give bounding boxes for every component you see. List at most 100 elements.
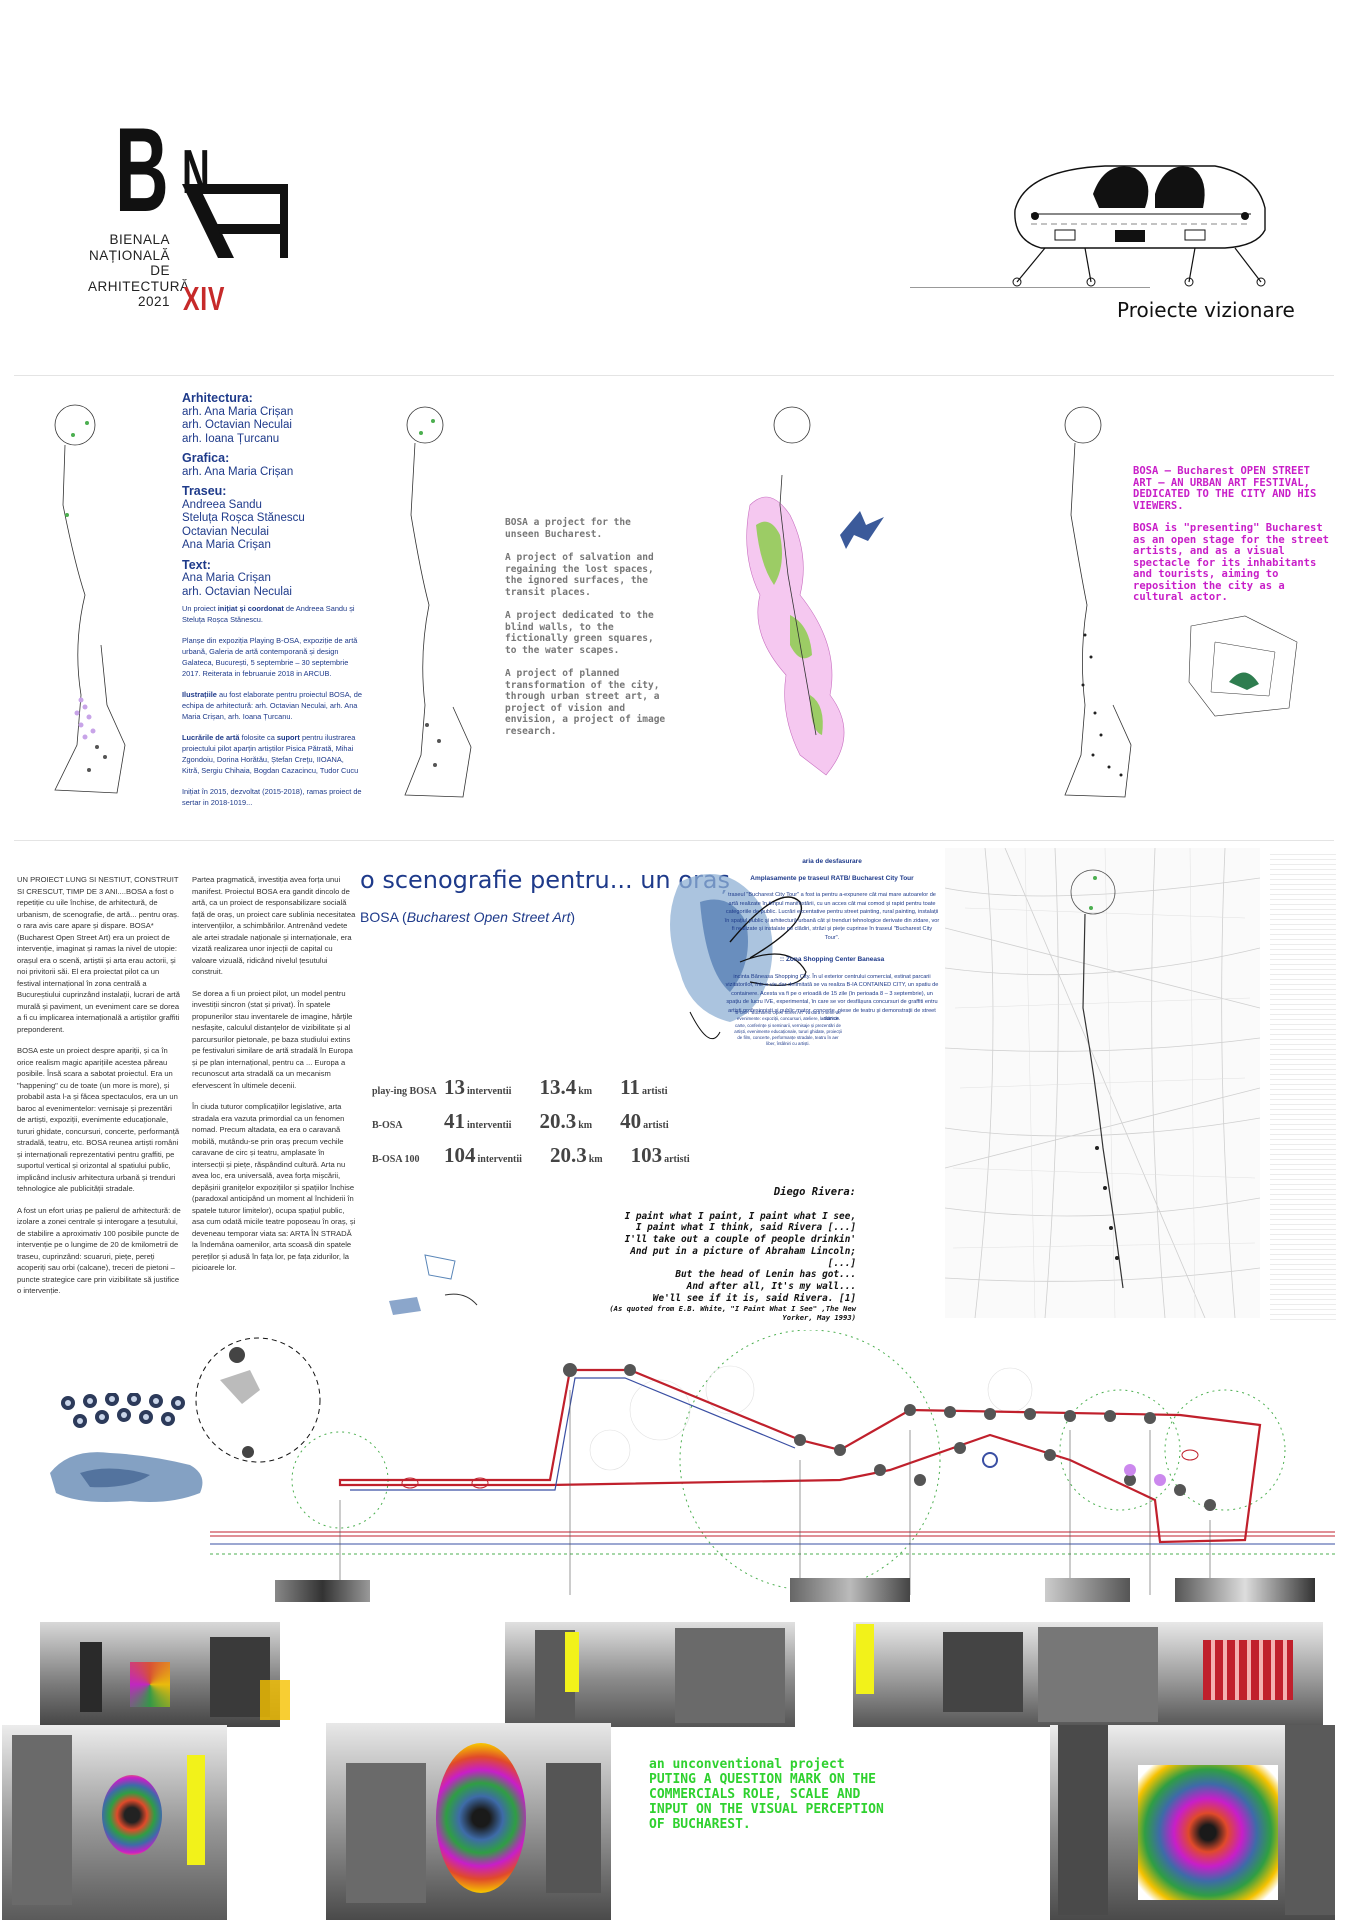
rivera-title: Diego Rivera:	[773, 1186, 856, 1198]
street-art-photo-1	[40, 1622, 290, 1727]
rivera-citation: (As quoted from E.B. White, "I Paint Wha…	[609, 1304, 856, 1323]
credits-name: Octavian Neculai	[182, 525, 269, 538]
text-run: au fost elaborate pentru proiectul BOSA,…	[182, 690, 362, 721]
route-map-3-green-spaces	[746, 406, 845, 776]
stat-unit: artisti	[641, 1086, 668, 1097]
logo-caption-line: 2021	[137, 294, 170, 309]
stat-label: B-OSA	[372, 1120, 403, 1131]
street-photo-thumb	[790, 1578, 910, 1602]
credits-name: arh. Octavian Neculai	[182, 419, 292, 431]
aria-subtitle: :: Zona Shopping Center Baneasa	[779, 956, 885, 963]
essay-paragraph: BOSA este un proiect despre apariții, și…	[17, 1046, 180, 1193]
street-photo-thumb	[1045, 1578, 1130, 1602]
red-mural-structure	[1203, 1640, 1293, 1700]
credits-name: arh. Octavian Neculai	[182, 585, 292, 598]
stat-km: 13.4	[539, 1075, 577, 1099]
building-silhouette	[12, 1735, 72, 1905]
stat-artisti: 103	[630, 1143, 663, 1167]
text-run: folosite ca	[239, 733, 277, 742]
essay-paragraph: Partea pragmatică, investiția avea forța…	[192, 875, 356, 976]
rivera-line: I paint what I think, said Rivera [...]	[635, 1222, 856, 1234]
rivera-line: And put in a picture of Abraham Lincoln;	[630, 1245, 856, 1257]
stat-unit: interventii	[467, 1086, 512, 1097]
credits-paragraph: Planșe din expoziția Playing B-OSA, expo…	[182, 636, 358, 678]
stat-unit: km	[578, 1120, 593, 1131]
mural-graphic	[260, 1680, 290, 1720]
text-run: Lucrările de artă	[182, 733, 240, 742]
building-silhouette	[80, 1642, 102, 1712]
aria-subtitle: Amplasamente pe traseul RATB/ Bucharest …	[750, 874, 914, 882]
stat-km: 20.3	[539, 1109, 577, 1133]
stat-interventii: 104	[444, 1143, 476, 1167]
rivera-line: I'll take out a couple of people drinkin…	[624, 1234, 856, 1246]
route-map-1	[54, 404, 126, 794]
blue-art-installation	[670, 874, 807, 1040]
essay-column-1: UN PROIECT LUNG SI NESTIUT, CONSTRUIT SI…	[17, 874, 182, 1307]
credits-arhitectura-label: Arhitectura:	[182, 391, 253, 405]
circular-mural	[102, 1775, 162, 1855]
bosa-paragraph: A project of planned transformation of t…	[505, 668, 666, 737]
credits-name: Ana Maria Crișan	[182, 539, 271, 551]
route-map-2	[404, 406, 472, 798]
logo-caption-line: BIENALA	[109, 232, 170, 247]
circular-mural	[1138, 1765, 1278, 1900]
logo-letter-a-inverted	[182, 184, 288, 258]
bottle-caps-and-blue-sculpture	[50, 1393, 203, 1502]
yellow-facade	[187, 1755, 205, 1865]
scenografie-title: o scenografie pentru... un oraș	[360, 866, 731, 894]
logo-edition: XIV	[183, 280, 226, 317]
logo-caption-line: DE	[150, 263, 170, 278]
text-run: inițiat și coordonat	[217, 604, 284, 613]
credits-text-label: Text:	[182, 557, 211, 572]
legend-list	[1270, 850, 1336, 1320]
credits-name: Andreea Sandu	[182, 498, 262, 511]
street-photo-thumb	[275, 1580, 370, 1602]
logo-caption-line: ARHITECTURĂ	[88, 278, 190, 294]
text-run: )	[570, 909, 576, 925]
stat-unit: km	[588, 1154, 603, 1165]
stat-km: 20.3	[549, 1143, 587, 1167]
bosa-paragraph: A project of salvation and regaining the…	[505, 552, 654, 598]
bosa-paragraph: BOSA is "presenting" Bucharest as an ope…	[1133, 522, 1329, 603]
street-art-photo-6	[1050, 1725, 1335, 1920]
credits-block: Arhitectura: arh. Ana Maria Crișan arh. …	[182, 391, 357, 599]
bosa-english-text: BOSA a project for the unseen Bucharest.…	[505, 517, 670, 749]
building-silhouette	[1038, 1627, 1158, 1722]
rivera-line: But the head of Lenin has got...	[675, 1269, 856, 1281]
bucharest-street-map	[945, 848, 1260, 1318]
text-run: Bucharest Open Street Art	[406, 909, 571, 925]
stat-artisti: 11	[620, 1075, 640, 1099]
section-title: Proiecte vizionare	[1117, 298, 1295, 322]
building-silhouette	[675, 1628, 785, 1723]
text-run: Un proiect	[182, 604, 218, 613]
logo-caption: BIENALA NAȚIONALĂ DE ARHITECTURĂ 2021	[88, 232, 190, 310]
stat-interventii: 41	[444, 1109, 465, 1133]
circular-mural	[436, 1743, 526, 1893]
essay-paragraph: În ciuda tuturor complicațiilor legislat…	[192, 1102, 356, 1272]
building-silhouette	[943, 1632, 1023, 1712]
route-map-4	[1064, 406, 1132, 798]
stat-unit: interventii	[467, 1120, 512, 1131]
essay-column-2: Partea pragmatică, investiția avea forța…	[192, 874, 357, 1284]
essay-paragraph: UN PROIECT LUNG SI NESTIUT, CONSTRUIT SI…	[17, 875, 180, 1034]
credits-paragraph: Inițiat în 2015, dezvoltat (2015-2018), …	[182, 787, 362, 807]
mural-graphic	[130, 1662, 170, 1707]
credits-name: Ana Maria Crișan	[182, 572, 271, 584]
credits-paragraph: Ilustrațiile au fost elaborate pentru pr…	[182, 689, 362, 722]
logo-caption-line: NAȚIONALĂ	[88, 247, 170, 263]
aria-paragraph: traseul "Bucharest City Tour" a fost ia …	[724, 892, 940, 941]
rivera-line: I paint what I paint, I paint what I see…	[624, 1210, 856, 1222]
text-run: Ilustrațiile	[182, 690, 217, 699]
yellow-facade	[856, 1624, 874, 1694]
logo-letter-b: B	[115, 103, 169, 237]
credits-name: Steluța Roșca Stănescu	[182, 512, 305, 524]
street-art-photo-4	[2, 1725, 227, 1920]
credits-paragraph: Un proiect inițiat și coordonat de Andre…	[182, 603, 362, 625]
visionary-vehicle-drawing	[1012, 165, 1266, 287]
unconventional-project-text: an unconventional project PUTING A QUEST…	[649, 1757, 884, 1832]
aria-desfasurare: aria de desfasurare Amplasamente pe tras…	[724, 858, 940, 1024]
stat-unit: artisti	[664, 1154, 690, 1165]
title-rule	[910, 287, 1150, 288]
stat-artisti: 40	[620, 1109, 642, 1133]
rivera-line: And after all, It's my wall...	[686, 1280, 856, 1292]
